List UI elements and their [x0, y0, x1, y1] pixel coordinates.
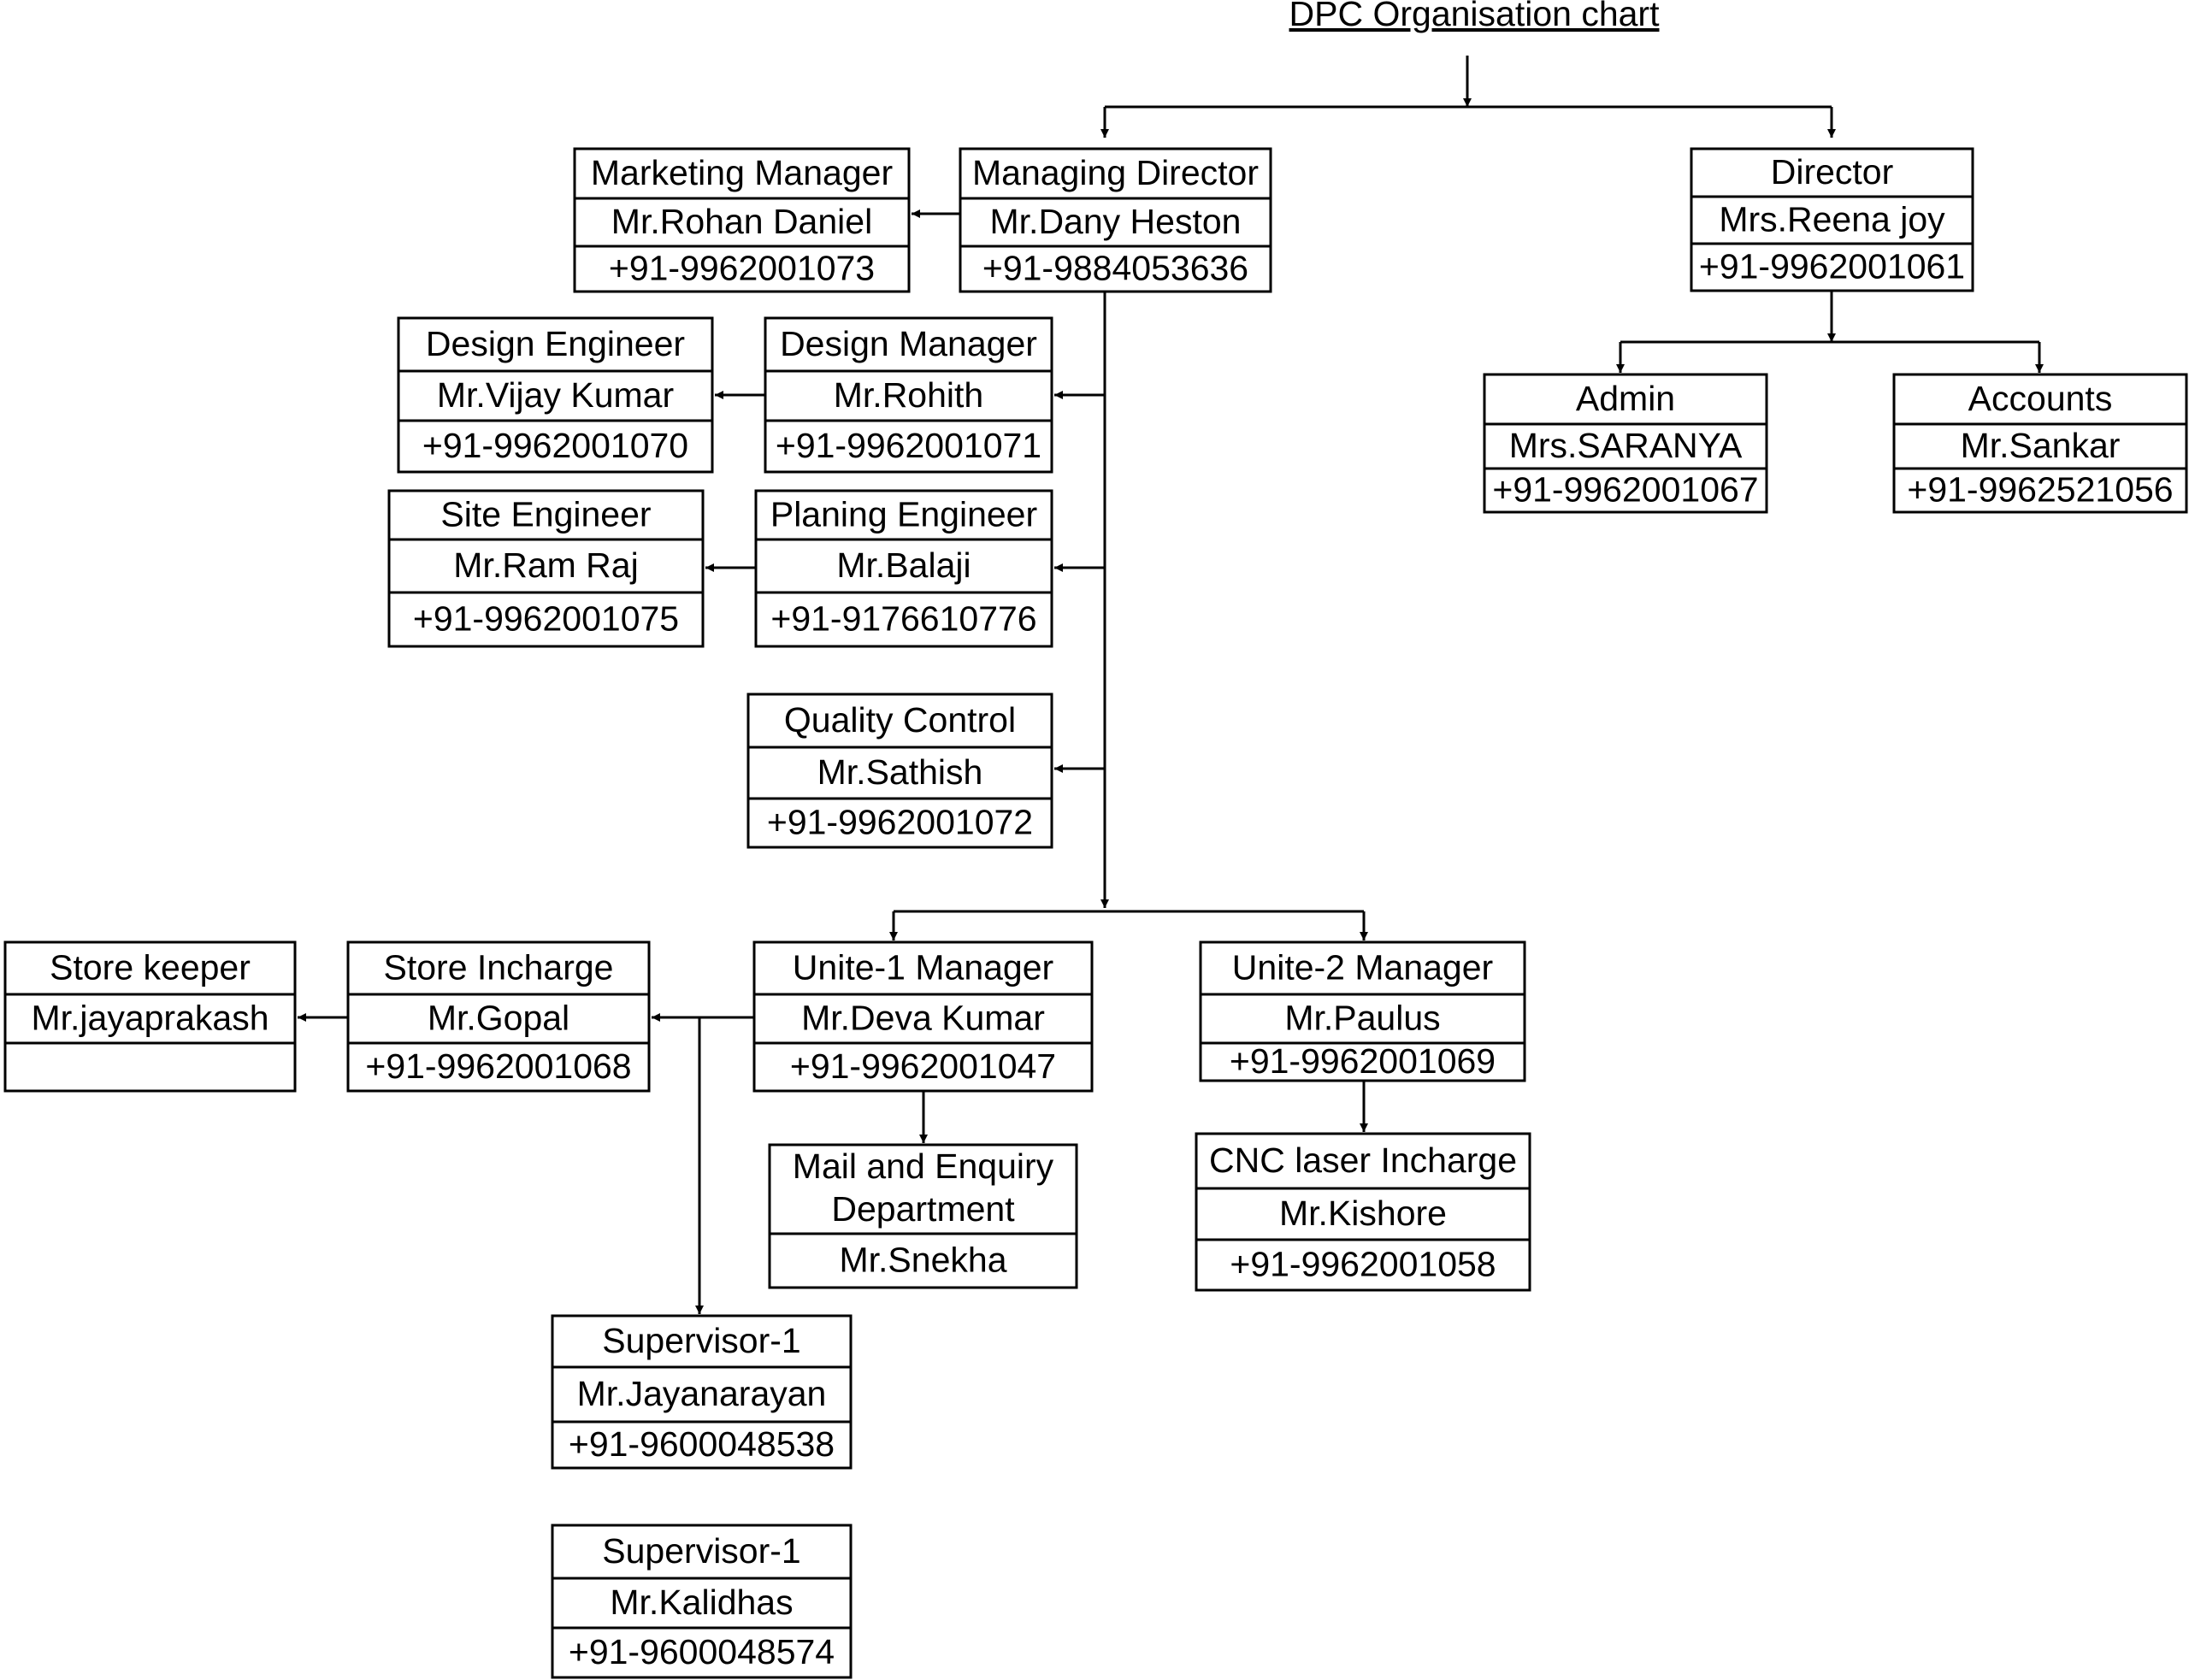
box-frame	[1483, 373, 1768, 514]
role-label: Design Engineer	[426, 324, 685, 363]
person-name: Mr.Snekha	[840, 1240, 1007, 1279]
role-label: Managing Director	[972, 153, 1259, 192]
person-name: Mr.Deva Kumar	[801, 998, 1045, 1037]
box-frame	[573, 147, 911, 293]
box-frame	[346, 940, 651, 1093]
role-label: Design Manager	[780, 324, 1037, 363]
box-frame	[3, 940, 297, 1093]
role-label: Department	[831, 1189, 1015, 1229]
phone-number: +91-9884053636	[982, 248, 1248, 287]
phone-number: +91-9962001071	[776, 426, 1041, 465]
phone-number: +91-9962001067	[1492, 469, 1758, 509]
box-frame	[1195, 1132, 1531, 1292]
box-frame	[551, 1524, 853, 1679]
person-name: Mr.Rohith	[834, 375, 983, 415]
connectors	[298, 56, 2044, 1314]
phone-number: +91-9962001058	[1230, 1244, 1496, 1283]
role-label: Planing Engineer	[770, 494, 1037, 533]
person-name: Mr.Dany Heston	[990, 202, 1242, 241]
phone-number: +91-9962001061	[1699, 246, 1965, 286]
phone-number: +91-9600048574	[569, 1632, 835, 1671]
role-label: Store keeper	[50, 947, 251, 987]
box-frame	[746, 693, 1053, 849]
person-name: Mr.Jayanarayan	[577, 1374, 827, 1413]
box-frame	[551, 1314, 853, 1470]
chart-title: DPC Organisation chart	[1289, 0, 1661, 33]
box-frame	[1199, 940, 1526, 1082]
person-name: Mr.Rohan Daniel	[611, 202, 872, 241]
role-label: Supervisor-1	[602, 1531, 800, 1571]
role-label: Marketing Manager	[591, 153, 893, 192]
box-frame	[1690, 147, 1974, 292]
person-name: Mr.Kishore	[1279, 1194, 1447, 1233]
role-label: Director	[1771, 152, 1894, 192]
role-label: Quality Control	[784, 700, 1016, 740]
role-label: Store Incharge	[384, 947, 614, 987]
person-name: Mrs.Reena joy	[1719, 199, 1945, 239]
box-frame	[752, 940, 1094, 1093]
box-frame	[764, 316, 1053, 474]
person-name: Mr.Balaji	[836, 545, 971, 585]
box-frame	[397, 316, 714, 474]
person-name: Mr.Vijay Kumar	[437, 375, 674, 415]
person-name: Mr.jayaprakash	[31, 998, 268, 1037]
box-frame	[959, 147, 1272, 293]
org-box-supervisor-1a: Supervisor-1Mr.Jayanarayan +91-9600048538	[551, 1314, 853, 1470]
person-name: Mr.Sankar	[1961, 426, 2121, 465]
person-name: Mrs.SARANYA	[1509, 426, 1743, 465]
phone-number: +91-9962001047	[790, 1046, 1056, 1086]
phone-number: +91-9176610776	[770, 598, 1036, 638]
role-label: CNC laser Incharge	[1209, 1141, 1517, 1180]
phone-number: +91-9962001068	[365, 1046, 631, 1086]
phone-number: +91-9962521056	[1907, 469, 2173, 509]
person-name: Mr.Sathish	[817, 752, 983, 792]
person-name: Mr.Ram Raj	[453, 545, 638, 585]
person-name: Mr.Kalidhas	[610, 1583, 793, 1622]
role-label: Unite-2 Manager	[1232, 947, 1493, 987]
org-box-supervisor-1b: Supervisor-1Mr.Kalidhas +91-9600048574	[551, 1524, 853, 1679]
box-frame	[754, 489, 1053, 648]
role-label: Supervisor-1	[602, 1321, 800, 1360]
phone-number: +91-9962001070	[422, 426, 688, 465]
role-label: Mail and Enquiry	[793, 1147, 1054, 1186]
phone-number: +91-9962001069	[1230, 1041, 1496, 1081]
phone-number: +91-9962001072	[767, 802, 1033, 841]
box-frame	[1892, 373, 2188, 514]
role-label: Admin	[1576, 379, 1675, 418]
box-frame	[387, 489, 705, 648]
person-name: Mr.Gopal	[428, 998, 569, 1037]
phone-number: +91-9600048538	[569, 1424, 835, 1464]
role-label: Accounts	[1968, 379, 2113, 418]
role-label: Site Engineer	[440, 494, 651, 533]
phone-number: +91-9962001073	[609, 248, 875, 287]
role-label: Unite-1 Manager	[793, 947, 1053, 987]
person-name: Mr.Paulus	[1284, 998, 1440, 1037]
phone-number: +91-9962001075	[413, 598, 679, 638]
box-frame	[768, 1143, 1078, 1289]
